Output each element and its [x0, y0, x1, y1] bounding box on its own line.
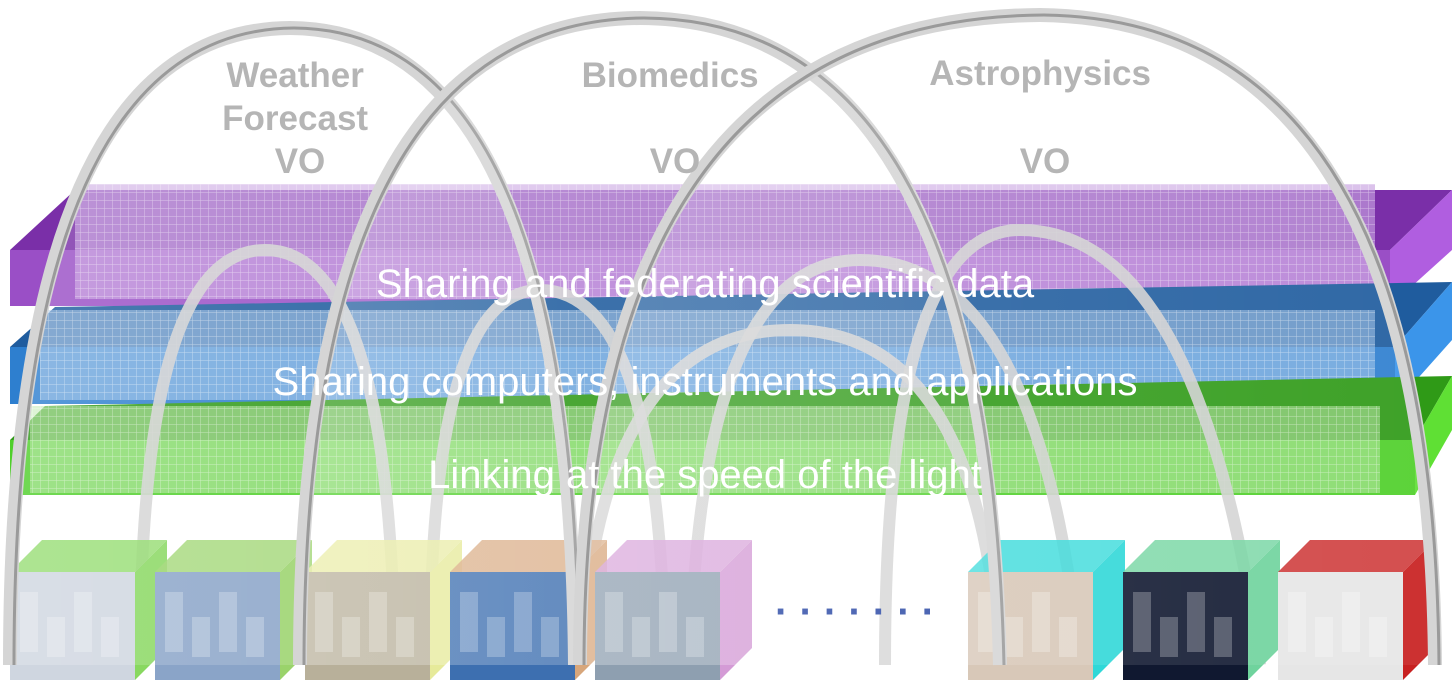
vo-title-biomedics: Biomedics VO: [582, 56, 769, 181]
vo-titles: Weather Forecast VO Biomedics VO Astroph…: [222, 54, 1160, 181]
vo-dome-astrophysics: [573, 7, 1442, 666]
layer-network-label: Linking at the speed of the light: [428, 453, 982, 497]
vo-title-weather-line-2: Forecast: [222, 99, 368, 138]
vo-title-biomedics-line-1: Biomedics: [582, 56, 759, 95]
layer-labels: Sharing and federating scientific data S…: [273, 262, 1138, 497]
vo-title-biomedics-line-2: VO: [650, 142, 701, 181]
vo-title-astrophysics: Astrophysics VO: [929, 54, 1160, 181]
vo-title-weather-line-1: Weather: [226, 56, 364, 95]
vo-title-weather-line-3: VO: [275, 142, 326, 181]
vo-title-astrophysics-line-1: Astrophysics: [929, 54, 1151, 93]
vo-domes: [3, 7, 1442, 666]
vo-title-astrophysics-line-2: VO: [1020, 142, 1071, 181]
layer-computing-label: Sharing computers, instruments and appli…: [273, 360, 1138, 404]
layer-data-side: [1390, 190, 1452, 306]
vo-title-weather: Weather Forecast VO: [222, 56, 378, 181]
layer-data-label: Sharing and federating scientific data: [376, 262, 1035, 306]
